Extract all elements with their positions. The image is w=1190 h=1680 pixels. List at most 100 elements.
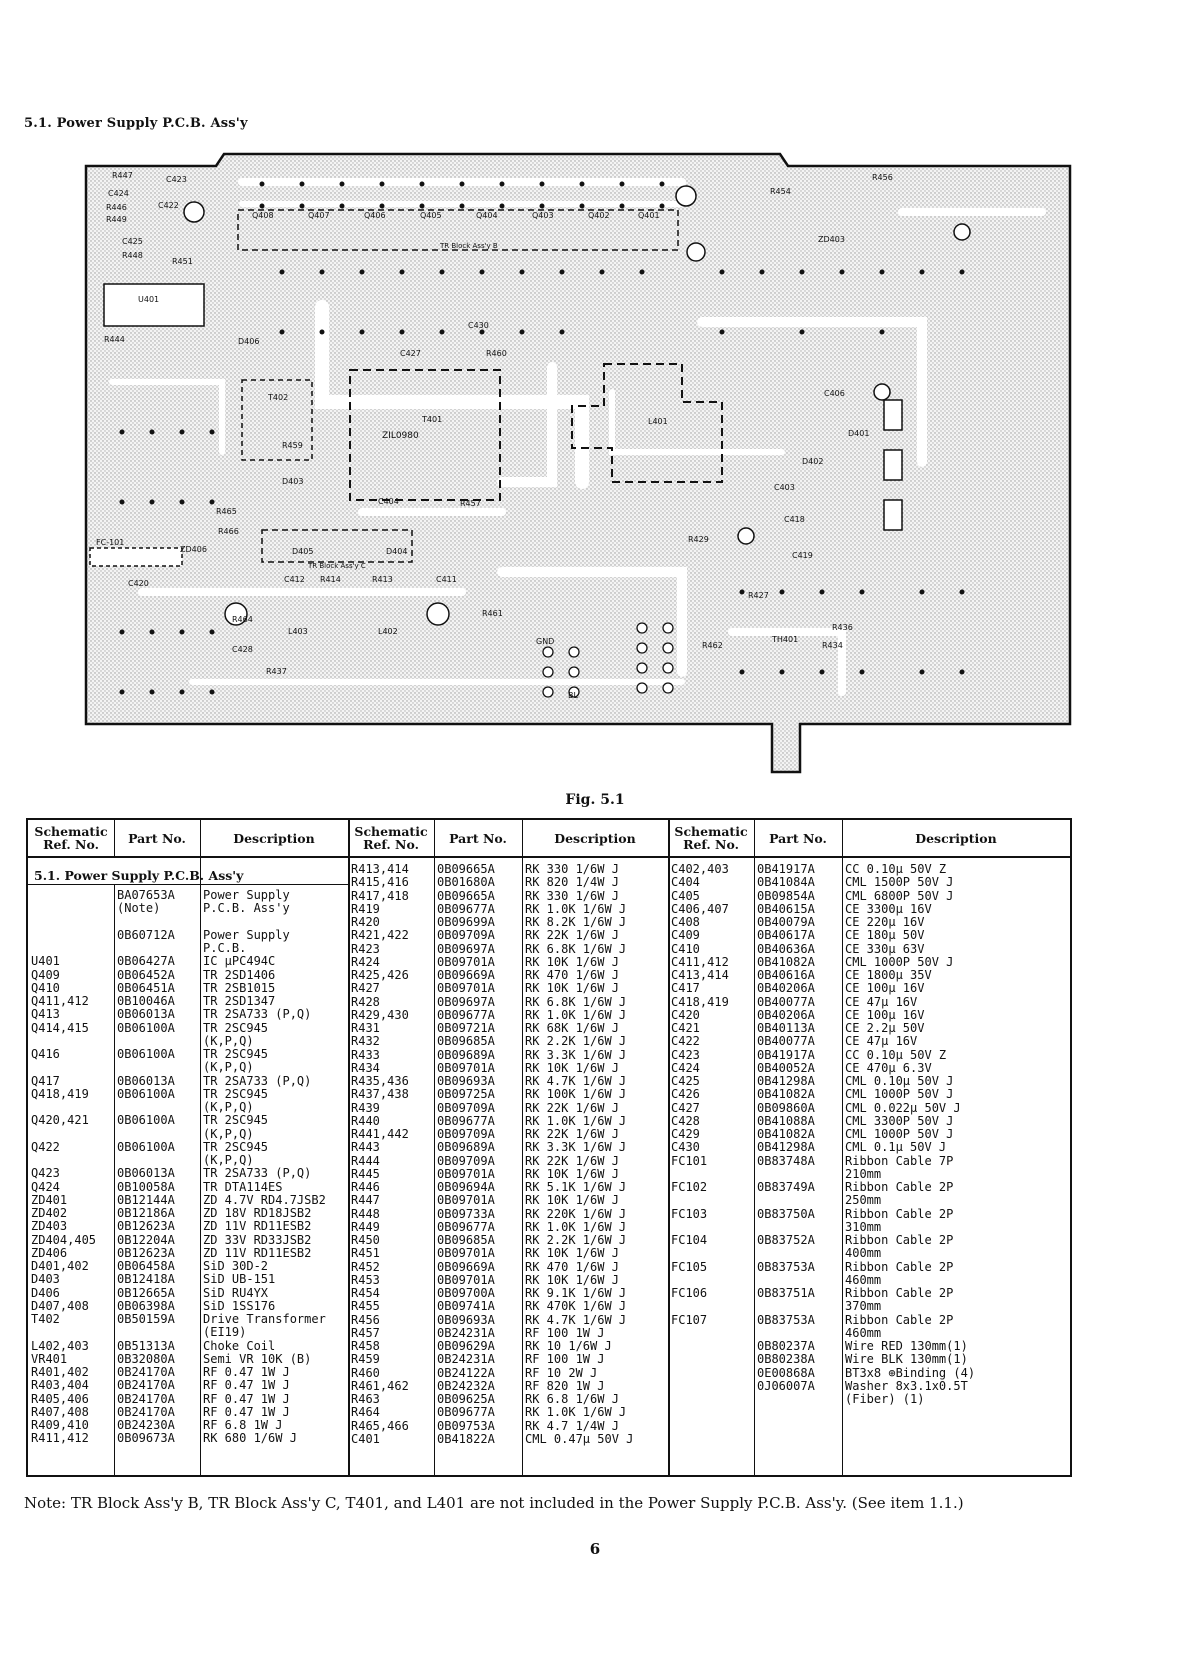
pcb-label-r459: R459 xyxy=(282,441,303,450)
table-cell-desc: TR 2SC945 xyxy=(203,1020,269,1035)
table-cell-part: 0B41082A xyxy=(757,954,815,969)
table-cell-desc: RK 1.0K 1/6W J xyxy=(525,1113,627,1128)
table-cell-desc: TR 2SA733 (P,Q) xyxy=(203,1007,312,1022)
table-cell-ref: R403,404 xyxy=(31,1378,89,1393)
col-divider xyxy=(114,884,115,1475)
table-cell-part: 0B12144A xyxy=(117,1192,175,1207)
table-cell-desc: CML 3300P 50V J xyxy=(845,1113,954,1128)
pcb-label-r448: R448 xyxy=(122,251,143,260)
header-ref-3: Schematic Ref. No. xyxy=(668,820,754,858)
pcb-label-r427: R427 xyxy=(748,591,769,600)
table-cell-desc: CE 330µ 63V xyxy=(845,941,925,956)
table-cell-desc: Washer 8x3.1x0.5T xyxy=(845,1378,968,1393)
table-cell-desc: CE 47µ 16V xyxy=(845,994,918,1009)
table-cell-ref: C409 xyxy=(671,928,700,943)
section-title: 5.1. Power Supply P.C.B. Ass'y xyxy=(24,116,248,131)
table-cell-desc: TR 2SD1406 xyxy=(203,967,276,982)
table-cell-part: 0B06398A xyxy=(117,1298,175,1313)
table-cell-desc: RK 10K 1/6W J xyxy=(525,1166,619,1181)
table-cell-ref: FC104 xyxy=(671,1233,708,1247)
table-cell-part: 0B83752A xyxy=(757,1233,815,1247)
table-cell-desc: RK 4.7K 1/6W J xyxy=(525,1312,627,1327)
pcb-label-r444: R444 xyxy=(104,335,125,344)
pcb-label-l402: L402 xyxy=(378,627,398,636)
table-cell-desc: RK 2.2K 1/6W J xyxy=(525,1233,627,1247)
table-cell-desc: Ribbon Cable 7P xyxy=(845,1153,954,1168)
table-cell-part: 0B40617A xyxy=(757,928,815,943)
table-cell-part: 0B09685A xyxy=(437,1034,495,1049)
table-cell-part: 0B40206A xyxy=(757,1007,815,1022)
table-cell-desc: 250mm xyxy=(845,1193,882,1208)
table-cell-desc: RF 0.47 1W J xyxy=(203,1391,290,1406)
table-cell-desc: RK 1.0K 1/6W J xyxy=(525,901,627,916)
table-cell-part: 0B24122A xyxy=(437,1365,495,1380)
table-cell-ref: R447 xyxy=(351,1193,380,1208)
table-cell-ref: C428 xyxy=(671,1113,700,1128)
table-cell-desc: CE 220µ 16V xyxy=(845,915,925,929)
table-cell-part: 0B40636A xyxy=(757,941,815,956)
pcb-label-q404: Q404 xyxy=(476,211,498,220)
table-cell-desc: 370mm xyxy=(845,1299,882,1314)
table-cell-desc: CE 100µ 16V xyxy=(845,981,925,996)
table-cell-desc: Ribbon Cable 2P xyxy=(845,1312,954,1327)
table-cell-part: 0E00868A xyxy=(757,1365,815,1380)
table-cell-ref: R431 xyxy=(351,1021,380,1035)
pcb-label-q408: Q408 xyxy=(252,211,274,220)
table-cell-ref: C405 xyxy=(671,888,700,903)
table-cell-desc: RF 100 1W J xyxy=(525,1352,605,1367)
table-cell-part: 0B09701A xyxy=(437,1246,495,1261)
table-cell-desc: RK 330 1/6W J xyxy=(525,888,619,903)
table-cell-part: 0B40616A xyxy=(757,968,815,982)
pcb-label-fc101: FC-101 xyxy=(96,538,124,547)
table-cell-desc: RK 22K 1/6W J xyxy=(525,1153,619,1168)
parts-table: Schematic Ref. No. Part No. Description … xyxy=(26,818,1072,1477)
table-cell-part: 0B24170A xyxy=(117,1391,175,1406)
table-cell-ref: R440 xyxy=(351,1113,380,1128)
table-cell-part: 0B06452A xyxy=(117,967,175,982)
pcb-label-c404: C404 xyxy=(378,497,399,506)
table-cell-desc: Wire RED 130mm(1) xyxy=(845,1339,968,1353)
table-cell-desc: SiD 1SS176 xyxy=(203,1298,276,1313)
table-cell-ref: C402,403 xyxy=(671,862,729,876)
table-cell-ref: ZD404,405 xyxy=(31,1232,97,1247)
table-cell-part: 0B51313A xyxy=(117,1338,175,1353)
header-part-1: Part No. xyxy=(114,820,200,858)
table-cell-ref: C424 xyxy=(671,1060,700,1075)
header-desc-2: Description xyxy=(522,820,668,858)
header-part-3: Part No. xyxy=(754,820,842,858)
table-cell-part: 0B06458A xyxy=(117,1259,175,1273)
pcb-label-d402: D402 xyxy=(802,457,823,466)
pcb-label-d403: D403 xyxy=(282,477,303,486)
pcb-label-c418: C418 xyxy=(784,515,805,524)
table-cell-part: 0B09701A xyxy=(437,954,495,969)
table-cell-desc: RK 10K 1/6W J xyxy=(525,1060,619,1075)
table-cell-part: 0B09700A xyxy=(437,1286,495,1300)
table-cell-ref: R451 xyxy=(351,1246,380,1261)
table-cell-part: 0B24231A xyxy=(437,1352,495,1367)
table-cell-desc: RF 10 2W J xyxy=(525,1365,598,1380)
table-cell-ref: R419 xyxy=(351,901,380,916)
table-cell-ref: Q413 xyxy=(31,1007,60,1022)
table-cell-desc: RK 10K 1/6W J xyxy=(525,981,619,996)
pcb-label-t401: T401 xyxy=(421,415,442,424)
section-divider xyxy=(28,884,348,885)
table-cell-part: 0B09693A xyxy=(437,1312,495,1327)
table-cell-part: 0B83749A xyxy=(757,1180,815,1194)
table-cell-ref: R449 xyxy=(351,1219,380,1234)
pcb-label-c430: C430 xyxy=(468,321,489,330)
table-cell-desc: CML 6800P 50V J xyxy=(845,888,954,903)
table-cell-part: 0B01680A xyxy=(437,875,495,890)
table-cell-desc: RK 10 1/6W J xyxy=(525,1339,612,1353)
table-cell-ref: R409,410 xyxy=(31,1418,89,1432)
table-cell-desc: RK 1.0K 1/6W J xyxy=(525,1405,627,1420)
table-cell-desc: Ribbon Cable 2P xyxy=(845,1259,954,1274)
table-cell-part: 0B09741A xyxy=(437,1299,495,1314)
figure-caption: Fig. 5.1 xyxy=(565,792,625,808)
col-divider xyxy=(668,820,670,1475)
table-cell-ref: R423 xyxy=(351,941,380,956)
pcb-label-c420: C420 xyxy=(128,579,149,588)
table-cell-desc: CML 0.10µ 50V J xyxy=(845,1074,954,1088)
table-cell-part: 0B24170A xyxy=(117,1378,175,1393)
table-cell-desc: TR 2SC945 xyxy=(203,1086,269,1101)
table-cell-ref: R454 xyxy=(351,1286,380,1300)
